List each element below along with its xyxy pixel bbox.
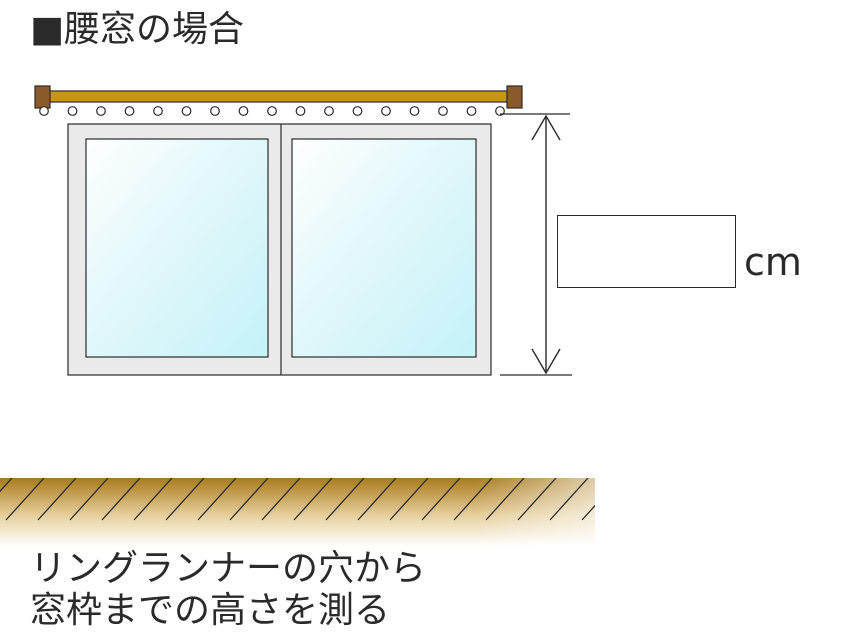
hatch-line [581, 504, 595, 521]
hatch-line [549, 478, 589, 521]
ring-runner [153, 106, 163, 116]
ring-runner [124, 106, 135, 116]
ring-runner [324, 106, 334, 116]
instruction-text: リングランナーの穴から 窓枠までの高さを測る [30, 548, 426, 632]
height-input-box[interactable] [557, 215, 736, 288]
window-pane-right [291, 138, 477, 358]
hatch-line [101, 478, 141, 521]
floor-icon [0, 478, 595, 546]
hatch-line [165, 478, 205, 521]
hatch-line [5, 478, 45, 521]
sliding-window-icon [67, 123, 492, 376]
rail-end-cap-left [34, 85, 51, 109]
measurement-guides [500, 113, 572, 376]
hatch-line [517, 478, 557, 521]
ring-runner [238, 106, 249, 116]
hatch-line [197, 478, 237, 521]
ring-runner [295, 106, 306, 116]
ring-runners [39, 106, 505, 116]
ring-runner [409, 106, 420, 116]
instruction-line-2: 窓枠までの高さを測る [30, 590, 391, 631]
double-headed-vertical-arrow-icon [531, 114, 561, 375]
page-title: ■腰窓の場合 [30, 9, 245, 50]
hatch-line [69, 478, 109, 521]
ring-runner [466, 106, 477, 116]
hatch-line [325, 478, 365, 521]
ring-runner [438, 106, 448, 116]
ring-runner [181, 106, 192, 116]
rail-bar [41, 90, 517, 103]
hatch-line [293, 478, 333, 521]
ring-runner [352, 106, 363, 116]
hatch-line [37, 478, 77, 521]
ring-runner [39, 106, 49, 116]
rail-end-cap-right [506, 85, 523, 109]
hatch-line [389, 478, 429, 521]
hatch-line [0, 478, 13, 493]
floor-hatching-icon [0, 478, 595, 546]
instruction-line-1: リングランナーの穴から [30, 548, 427, 589]
hatch-line [485, 478, 525, 521]
window-pane-left [85, 138, 269, 358]
hatch-line [453, 478, 493, 521]
ring-runner [267, 106, 277, 116]
curtain-rail-icon [34, 85, 523, 116]
ring-runner [210, 106, 220, 116]
hatch-line [421, 478, 461, 521]
ring-runner [67, 106, 78, 116]
unit-label: cm [744, 240, 802, 284]
hatch-line [261, 478, 301, 521]
ring-runner [96, 106, 106, 116]
hatch-line [357, 478, 397, 521]
hatch-line [133, 478, 173, 521]
ring-runner [495, 106, 505, 116]
hatch-line [229, 478, 269, 521]
ring-runner [381, 106, 391, 116]
